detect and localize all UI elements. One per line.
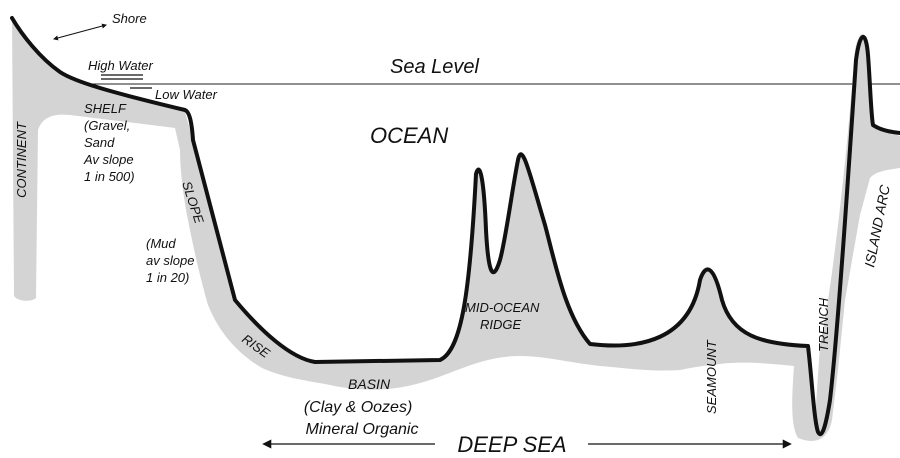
island-arc-label: ISLAND ARC [861, 183, 893, 269]
deep-sea-label: DEEP SEA [457, 432, 566, 457]
seamount-label: SEAMOUNT [704, 339, 719, 414]
sea-level-label: Sea Level [390, 56, 480, 78]
ridge-line-2: RIDGE [480, 317, 522, 332]
trench-label: TRENCH [816, 297, 831, 352]
basin-line-2: (Clay & Oozes) [304, 399, 412, 416]
basin-label: BASIN (Clay & Oozes) Mineral Organic [304, 376, 419, 438]
ocean-label: OCEAN [370, 123, 448, 148]
shelf-label: SHELF (Gravel, Sand Av slope 1 in 500) [83, 101, 137, 184]
low-water-label: Low Water [155, 87, 218, 102]
mud-line-3: 1 in 20) [146, 270, 189, 285]
shelf-line-4: Av slope [83, 152, 134, 167]
shore-label: Shore [112, 11, 147, 26]
mud-line-1: (Mud [146, 236, 176, 251]
seafloor-band [12, 18, 900, 441]
seafloor-outline [10, 16, 900, 436]
shelf-line-2: (Gravel, [84, 118, 130, 133]
mud-line-2: av slope [146, 253, 194, 268]
shore-arrow [53, 23, 107, 41]
basin-line-3: Mineral Organic [306, 421, 419, 438]
mid-ocean-ridge-label: MID-OCEAN RIDGE [465, 300, 543, 332]
ridge-line-1: MID-OCEAN [465, 300, 540, 315]
shelf-line-1: SHELF [84, 101, 127, 116]
high-water-label: High Water [88, 58, 153, 73]
shelf-line-5: 1 in 500) [84, 169, 135, 184]
basin-line-1: BASIN [348, 376, 391, 392]
mud-label: (Mud av slope 1 in 20) [146, 236, 198, 285]
continent-label: CONTINENT [14, 121, 29, 198]
shelf-line-3: Sand [84, 135, 115, 150]
